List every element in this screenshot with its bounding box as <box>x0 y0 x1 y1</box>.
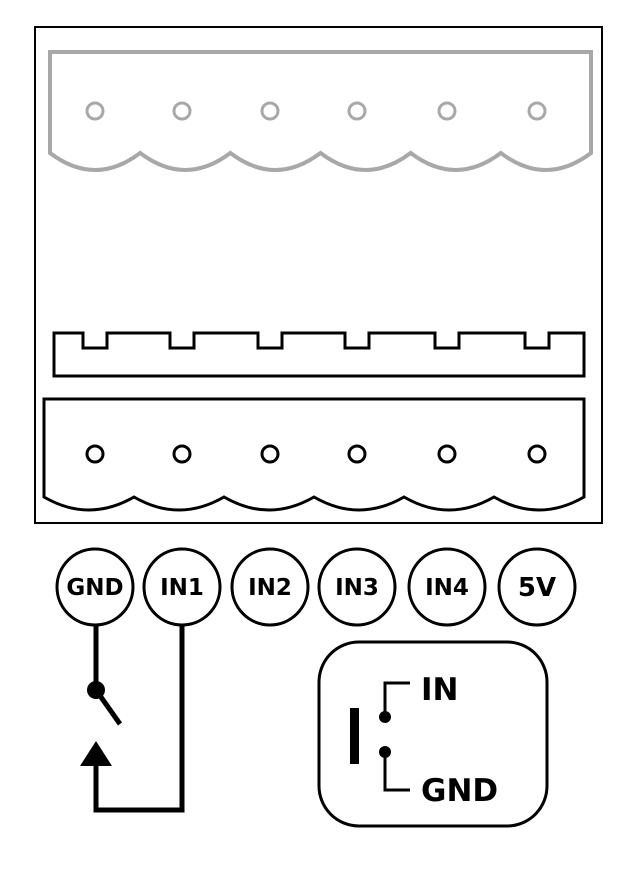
upper-screw-hole-6 <box>527 101 547 121</box>
pin-text: IN2 <box>248 575 292 601</box>
legend-in-label: IN <box>421 672 458 708</box>
lower-screw-hole-3 <box>260 444 280 464</box>
legend-frame <box>317 640 549 828</box>
upper-screw-hole-2 <box>172 101 192 121</box>
legend-in-wire <box>383 681 410 715</box>
switch-lever <box>93 688 123 726</box>
comb-strip-outline <box>52 331 586 378</box>
upper-screw-hole-4 <box>347 101 367 121</box>
pin-label-in3: IN3 <box>317 547 397 627</box>
pin-circle <box>230 547 310 627</box>
pin-circle <box>317 547 397 627</box>
lower-screw-hole-5 <box>437 444 457 464</box>
legend-in-contact <box>379 711 391 723</box>
lower-screw-hole-2 <box>172 444 192 464</box>
pushbutton-legend: IN GND <box>317 640 549 828</box>
lower-screw-hole-1 <box>85 444 105 464</box>
lower-block-body <box>42 397 586 512</box>
pin-text: 5V <box>518 573 556 603</box>
pin-circle <box>407 547 487 627</box>
legend-gnd-label: GND <box>421 773 498 809</box>
upper-plug-body <box>48 50 593 172</box>
switch-wiring <box>80 626 185 813</box>
legend-gnd-wire <box>383 752 410 792</box>
pin-label-in1: IN1 <box>142 547 222 627</box>
pin-label-in4: IN4 <box>407 547 487 627</box>
enclosure-box <box>34 26 603 524</box>
upper-screw-hole-3 <box>260 101 280 121</box>
pin-label-in2: IN2 <box>230 547 310 627</box>
switch-arrow-icon <box>80 741 112 766</box>
connector-comb-strip <box>52 331 586 378</box>
pin-text: IN4 <box>425 575 469 601</box>
upper-screw-hole-1 <box>85 101 105 121</box>
lower-terminal-block <box>42 397 586 512</box>
pin-circle <box>55 547 135 627</box>
pin-label-gnd: GND <box>55 547 135 627</box>
pin-label-5v: 5V <box>497 547 577 627</box>
pin-circle <box>142 547 222 627</box>
pushbutton-icon <box>350 708 359 764</box>
upper-plug-terminal <box>48 50 593 172</box>
lower-screw-hole-6 <box>527 444 547 464</box>
pin-circle <box>497 547 577 627</box>
pin-text: GND <box>66 575 123 601</box>
lower-screw-hole-4 <box>347 444 367 464</box>
pin-text: IN1 <box>160 575 204 601</box>
pin-text: IN3 <box>335 575 379 601</box>
pin-label-row: GND IN1 IN2 IN3 IN4 5V <box>55 547 577 627</box>
in1-return-wire <box>93 626 185 813</box>
upper-screw-hole-5 <box>437 101 457 121</box>
